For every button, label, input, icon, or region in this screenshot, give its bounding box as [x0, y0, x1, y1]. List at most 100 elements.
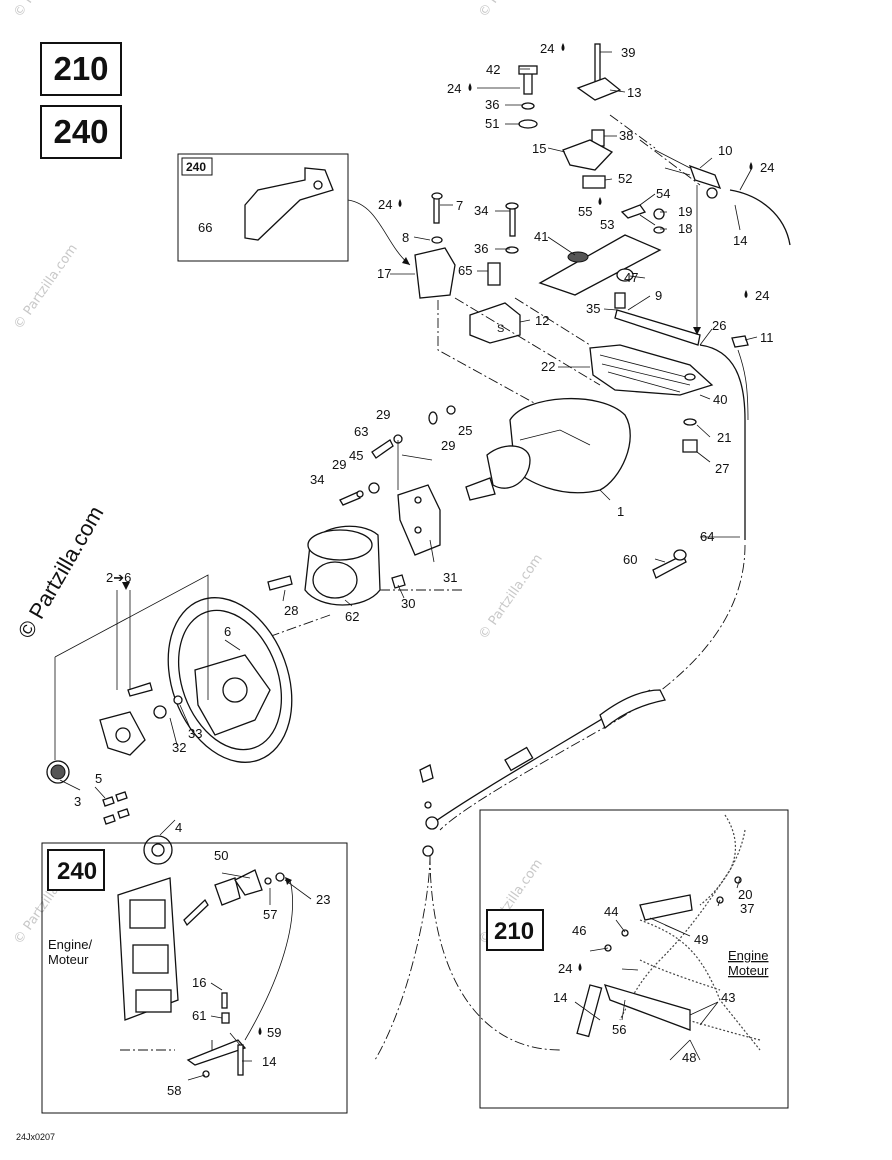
- mount-hardware: [339, 405, 456, 589]
- callout-10: 10: [718, 143, 732, 158]
- figure-code: 24Jx0207: [16, 1132, 55, 1142]
- model-tag-210: 210: [40, 42, 122, 96]
- callout-37: 37: [740, 901, 754, 916]
- part-1-helm-housing: [465, 398, 631, 501]
- callout-65: 65: [458, 263, 472, 278]
- callout-30: 30: [401, 596, 415, 611]
- callout-34: 34: [474, 203, 488, 218]
- callout-12: 12: [535, 313, 549, 328]
- sealant-drop-icons: [258, 43, 753, 1035]
- engine-linkage-210: [576, 814, 761, 1051]
- callout-24: 24: [447, 81, 461, 96]
- inset-tag: [181, 157, 213, 176]
- sealant-drop-icon: [398, 199, 402, 207]
- callout-6: 6: [224, 624, 231, 639]
- sealant-drop-icon: [258, 1027, 262, 1035]
- callout-44: 44: [604, 904, 618, 919]
- top-linkage: [518, 43, 791, 346]
- engine-label-right-2: Moteur: [728, 963, 769, 978]
- callout-47: 47: [624, 270, 638, 285]
- callout-39: 39: [621, 45, 635, 60]
- callout-42: 42: [486, 62, 500, 77]
- hub-hardware: [46, 682, 183, 865]
- callout-9: 9: [655, 288, 662, 303]
- watermark-dark: © Partzilla.com: [13, 502, 109, 643]
- callout-14: 14: [733, 233, 747, 248]
- callout-27: 27: [715, 461, 729, 476]
- inset-210-label: 210: [494, 918, 534, 945]
- callout-16: 16: [192, 975, 206, 990]
- callout-23: 23: [316, 892, 330, 907]
- callout-20: 20: [738, 887, 752, 902]
- watermark: © Partzilla.com: [476, 0, 546, 20]
- callout-11: 11: [760, 330, 774, 345]
- callout-24: 24: [755, 288, 769, 303]
- callout-58: 58: [167, 1083, 181, 1098]
- callout-4: 4: [175, 820, 182, 835]
- callout-18: 18: [678, 221, 692, 236]
- part-62-cover: [267, 525, 381, 606]
- callout-48: 48: [682, 1050, 696, 1065]
- callout-54: 54: [656, 186, 670, 201]
- callout-33: 33: [188, 726, 202, 741]
- watermark: © Partzilla.com: [11, 242, 81, 333]
- callout-24: 24: [378, 197, 392, 212]
- callout-26: 26: [712, 318, 726, 333]
- sealant-drop-icon: [578, 963, 582, 971]
- callout-52: 52: [618, 171, 632, 186]
- callouts: 1 2➔6 3 4 5 6 7 8 9 10 11 12 13 14 14 14…: [74, 41, 774, 1098]
- callout-45: 45: [349, 448, 363, 463]
- callout-32: 32: [172, 740, 186, 755]
- inset-240-top: [177, 153, 349, 262]
- callout-5: 5: [95, 771, 102, 786]
- callout-22: 22: [541, 359, 555, 374]
- model-240-label: 240: [53, 113, 109, 150]
- callout-19: 19: [678, 204, 692, 219]
- callout-13: 13: [627, 85, 641, 100]
- callout-7: 7: [456, 198, 463, 213]
- callout-63: 63: [354, 424, 368, 439]
- sealant-drop-icon: [468, 83, 472, 91]
- callout-14: 14: [262, 1054, 276, 1069]
- part-6-steering-wheel: [167, 597, 293, 763]
- callout-28: 28: [284, 603, 298, 618]
- callout-15: 15: [532, 141, 546, 156]
- callout-41: 41: [534, 229, 548, 244]
- model-210-label: 210: [53, 50, 109, 87]
- callout-36: 36: [485, 97, 499, 112]
- model-tag-240: 240: [40, 105, 122, 159]
- callout-24: 24: [760, 160, 774, 175]
- engine-label-left-1: Engine/: [48, 937, 92, 952]
- callout-21: 21: [717, 430, 731, 445]
- callout-14: 14: [553, 990, 567, 1005]
- part-22-bracket: [589, 344, 714, 396]
- callout-34: 34: [310, 472, 324, 487]
- callout-17: 17: [377, 266, 391, 281]
- stamp-s: S: [497, 323, 504, 335]
- callout-55: 55: [578, 204, 592, 219]
- callout-53: 53: [600, 217, 614, 232]
- callout-46: 46: [572, 923, 586, 938]
- callout-64: 64: [700, 529, 714, 544]
- leader-lines: [59, 51, 758, 1081]
- callout-40: 40: [713, 392, 727, 407]
- callout-57: 57: [263, 907, 277, 922]
- callout-25: 25: [458, 423, 472, 438]
- callout-31: 31: [443, 570, 457, 585]
- callout-51: 51: [485, 116, 499, 131]
- callout-60: 60: [623, 552, 637, 567]
- sealant-drop-icon: [744, 290, 748, 298]
- callout-49: 49: [694, 932, 708, 947]
- callout-3: 3: [74, 794, 81, 809]
- inset-240-label: 240: [57, 858, 97, 885]
- callout-24: 24: [558, 961, 572, 976]
- callout-1: 1: [617, 504, 624, 519]
- callout-66: 66: [198, 220, 212, 235]
- callout-8: 8: [402, 230, 409, 245]
- callout-29: 29: [332, 457, 346, 472]
- engine-carb-240: [117, 869, 285, 1078]
- callout-35: 35: [586, 301, 600, 316]
- callout-24: 24: [540, 41, 554, 56]
